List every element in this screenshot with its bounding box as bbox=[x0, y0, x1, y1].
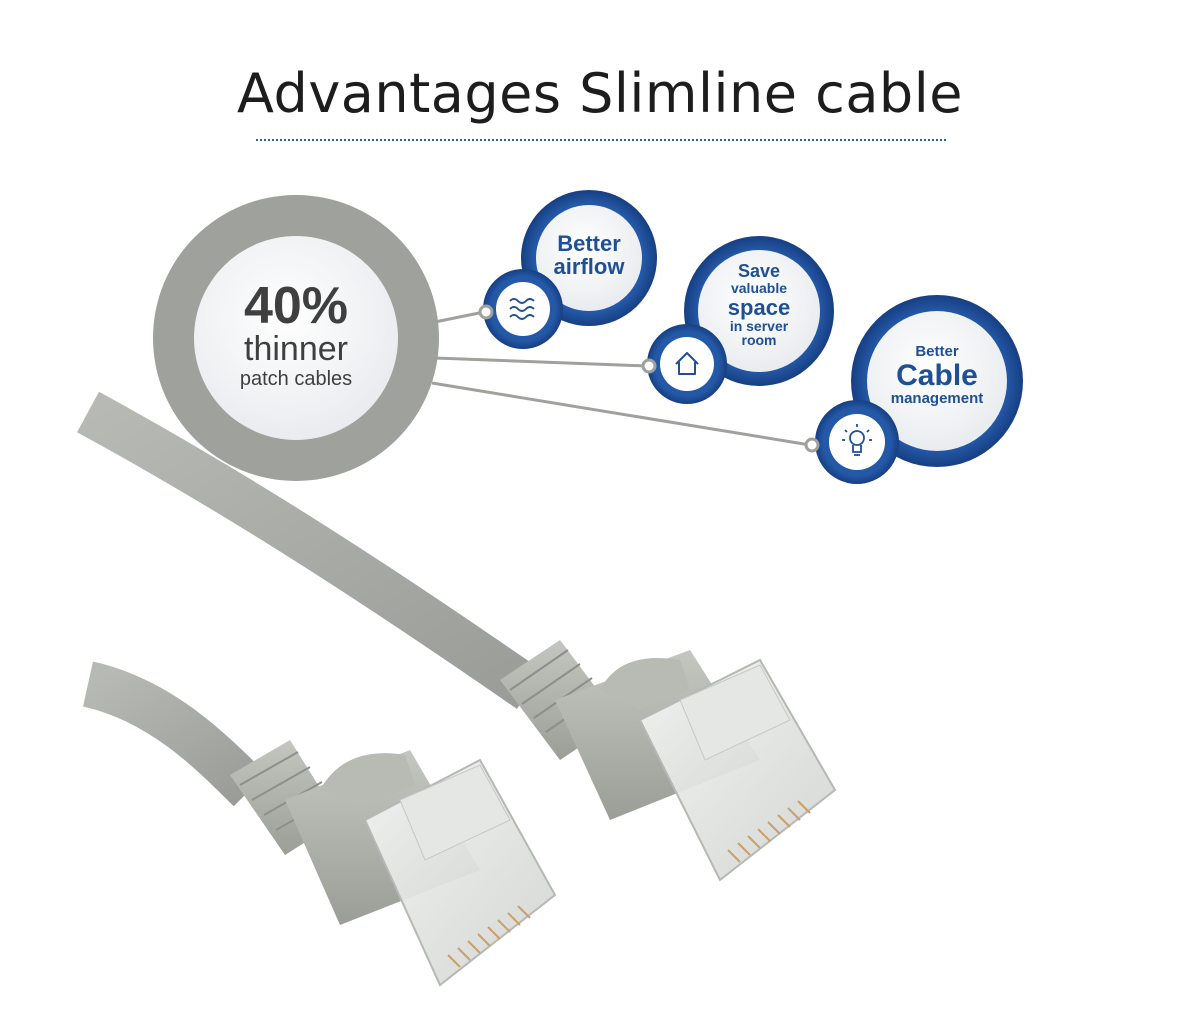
stat-line2: patch cables bbox=[239, 368, 353, 390]
stat-line1: thinner bbox=[244, 330, 348, 368]
benefit-space-line5: room bbox=[741, 332, 777, 349]
connector-lines bbox=[429, 310, 811, 447]
benefit-airflow-line1: Better bbox=[557, 231, 621, 256]
benefit-space-line3: space bbox=[727, 294, 791, 320]
stat-circle bbox=[153, 195, 439, 481]
rj45-connector-front bbox=[230, 740, 557, 987]
rj45-connector-back bbox=[500, 640, 837, 882]
benefit-space-line2: valuable bbox=[730, 279, 788, 296]
title-dotted-underline bbox=[256, 139, 946, 141]
airflow-waves-icon bbox=[509, 298, 535, 320]
benefit-airflow bbox=[478, 190, 657, 349]
benefit-space-label: Save valuable space in server room bbox=[704, 262, 814, 348]
benefit-cable-line2: Cable bbox=[896, 358, 978, 392]
page-title: Advantages Slimline cable bbox=[237, 62, 963, 125]
benefit-cable-management bbox=[804, 295, 1023, 484]
benefit-space-line1: Save bbox=[737, 261, 781, 281]
patch-cable-illustration bbox=[77, 391, 837, 987]
benefit-cable-line3: management bbox=[890, 390, 984, 408]
benefit-cable-label: Better Cable management bbox=[872, 344, 1002, 407]
stat-value: 40% bbox=[243, 277, 349, 335]
benefit-cable-line1: Better bbox=[915, 343, 959, 360]
benefit-space bbox=[641, 236, 834, 404]
lightbulb-icon bbox=[842, 424, 872, 456]
benefit-space-line4: in server bbox=[729, 317, 789, 334]
benefit-airflow-line2: airflow bbox=[553, 254, 625, 280]
stat-label: 40% thinner patch cables bbox=[196, 280, 396, 392]
house-icon bbox=[675, 352, 699, 375]
benefit-airflow-label: Better airflow bbox=[539, 232, 639, 278]
